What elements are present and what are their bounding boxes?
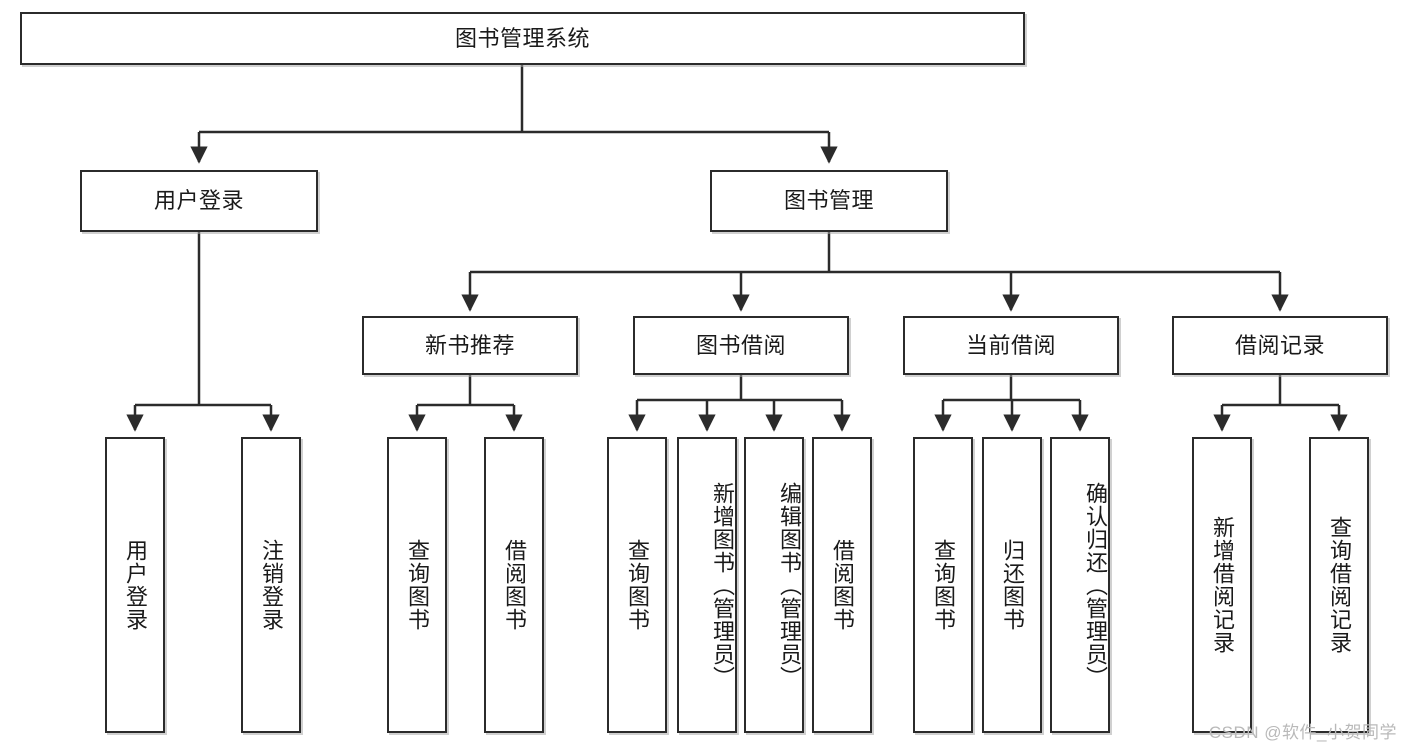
leaf-logout-label: 注销登录 (258, 539, 284, 631)
node-user-login[interactable]: 用户登录 (80, 170, 318, 232)
leaf-confirm-return-admin[interactable]: 确认归还（管理员） (1050, 437, 1110, 733)
leaf-query-book-recommend-label: 查询图书 (404, 539, 430, 631)
node-book-borrow-label: 图书借阅 (695, 332, 786, 358)
leaf-query-book-recommend[interactable]: 查询图书 (387, 437, 447, 733)
leaf-add-book-admin[interactable]: 新增图书（管理员） (677, 437, 737, 733)
node-current-borrow-label: 当前借阅 (965, 332, 1056, 358)
leaf-edit-book-admin-label: 编辑图书（管理员） (777, 481, 802, 689)
node-user-login-label: 用户登录 (153, 188, 244, 214)
leaf-add-book-admin-label: 新增图书（管理员） (710, 481, 735, 689)
leaf-query-borrow-record-label: 查询借阅记录 (1326, 516, 1352, 654)
leaf-query-book-borrow[interactable]: 查询图书 (607, 437, 667, 733)
leaf-borrow-book-recommend[interactable]: 借阅图书 (484, 437, 544, 733)
node-new-book-recommend-label: 新书推荐 (424, 332, 515, 358)
leaf-user-login[interactable]: 用户登录 (105, 437, 165, 733)
leaf-edit-book-admin[interactable]: 编辑图书（管理员） (744, 437, 804, 733)
node-new-book-recommend[interactable]: 新书推荐 (362, 316, 578, 375)
leaf-confirm-return-admin-label: 确认归还（管理员） (1083, 481, 1108, 689)
leaf-return-book[interactable]: 归还图书 (982, 437, 1042, 733)
node-root[interactable]: 图书管理系统 (20, 12, 1025, 65)
leaf-borrow-book-recommend-label: 借阅图书 (501, 539, 527, 631)
node-book-management-label: 图书管理 (783, 188, 874, 214)
leaf-return-book-label: 归还图书 (999, 539, 1025, 631)
leaf-user-login-label: 用户登录 (122, 539, 148, 631)
node-current-borrow[interactable]: 当前借阅 (903, 316, 1119, 375)
leaf-query-book-current-label: 查询图书 (930, 539, 956, 631)
leaf-borrow-book-label: 借阅图书 (829, 539, 855, 631)
node-borrow-records-label: 借阅记录 (1234, 332, 1325, 358)
leaf-borrow-book[interactable]: 借阅图书 (812, 437, 872, 733)
leaf-logout[interactable]: 注销登录 (241, 437, 301, 733)
leaf-add-borrow-record[interactable]: 新增借阅记录 (1192, 437, 1252, 733)
node-book-management[interactable]: 图书管理 (710, 170, 948, 232)
node-root-label: 图书管理系统 (454, 25, 590, 51)
node-borrow-records[interactable]: 借阅记录 (1172, 316, 1388, 375)
leaf-query-book-current[interactable]: 查询图书 (913, 437, 973, 733)
leaf-query-book-borrow-label: 查询图书 (624, 539, 650, 631)
leaf-query-borrow-record[interactable]: 查询借阅记录 (1309, 437, 1369, 733)
leaf-add-borrow-record-label: 新增借阅记录 (1209, 516, 1235, 654)
node-book-borrow[interactable]: 图书借阅 (633, 316, 849, 375)
